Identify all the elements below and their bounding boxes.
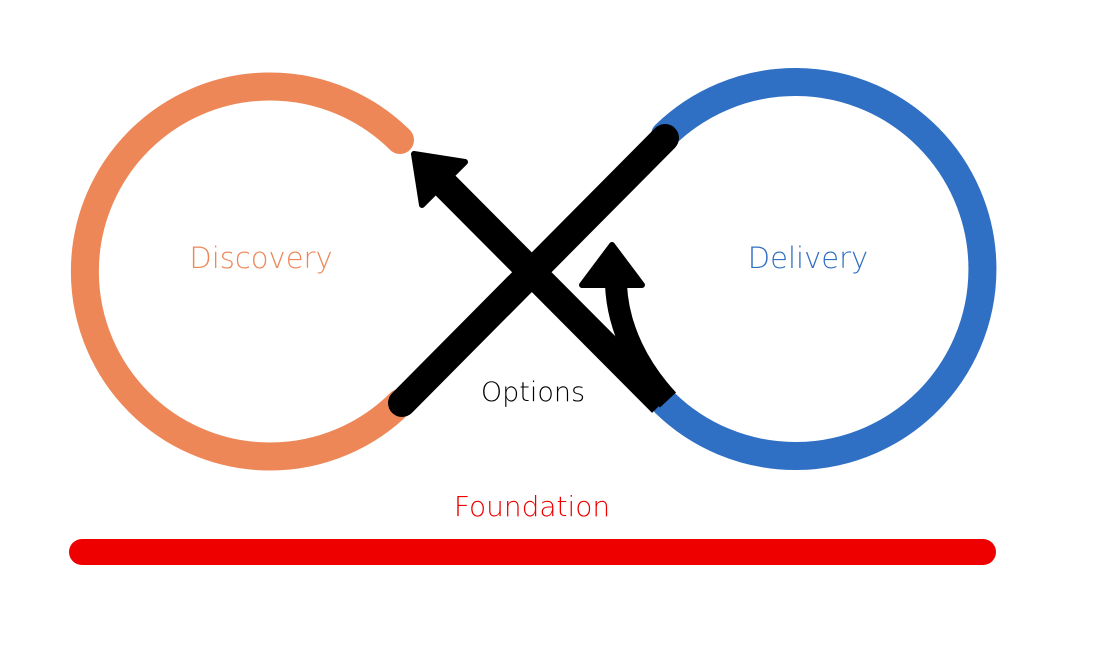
arrowhead-to-delivery-icon — [579, 242, 645, 288]
options-arrow-loop-back-shaft — [605, 284, 677, 408]
foundation-label: Foundation — [454, 490, 610, 523]
arrowhead-to-discovery-icon — [411, 151, 468, 208]
delivery-label: Delivery — [748, 241, 868, 275]
discovery-loop — [70, 72, 414, 471]
options-label: Options — [481, 377, 585, 408]
delivery-loop — [651, 68, 997, 470]
options-arrow-back-shaft — [435, 175, 672, 413]
discovery-label: Discovery — [189, 241, 332, 275]
